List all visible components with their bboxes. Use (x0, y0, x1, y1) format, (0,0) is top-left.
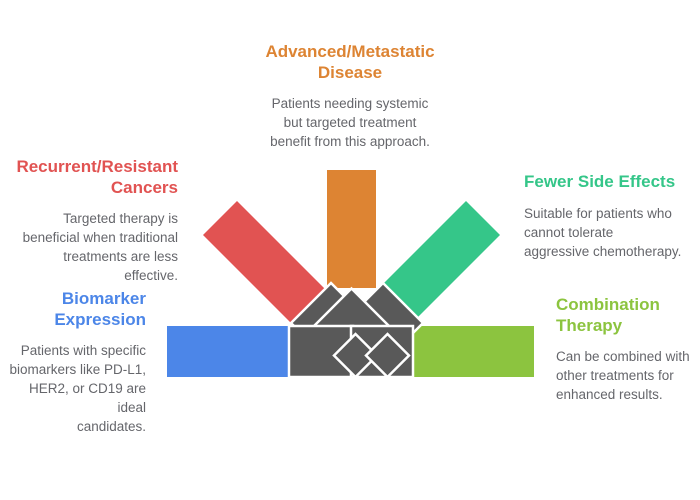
arrow-shaft-upper-left (203, 201, 325, 323)
center-chevron-right (364, 332, 411, 379)
arrow-shaft-top (327, 170, 376, 288)
section-description: Patients needing systemic but targeted t… (270, 96, 430, 150)
section-title: Advanced/Metastatic Disease (265, 42, 435, 82)
section-advanced-metastatic: Advanced/Metastatic Disease Patients nee… (235, 42, 465, 152)
section-description: Targeted therapy is beneficial when trad… (22, 211, 178, 284)
arrow-shaft-lower-right (413, 326, 534, 377)
section-fewer-side-effects: Fewer Side Effects Suitable for patients… (524, 172, 700, 261)
section-title: Recurrent/Resistant Cancers (16, 157, 178, 197)
section-recurrent-resistant: Recurrent/Resistant Cancers Targeted the… (3, 157, 178, 286)
section-description: Suitable for patients who cannot tolerat… (524, 205, 682, 259)
section-biomarker-expression: Biomarker Expression Patients with speci… (0, 289, 146, 437)
section-title: Fewer Side Effects (524, 172, 676, 191)
section-description: Can be combined with other treatments fo… (556, 349, 690, 403)
section-title: Biomarker Expression (54, 289, 146, 329)
section-title: Combination Therapy (556, 295, 660, 335)
section-combination-therapy: Combination Therapy Can be combined with… (556, 295, 700, 405)
section-description: Patients with specific biomarkers like P… (9, 343, 146, 435)
arrow-shaft-lower-left (167, 326, 289, 377)
arrow-shaft-upper-right (378, 201, 500, 323)
